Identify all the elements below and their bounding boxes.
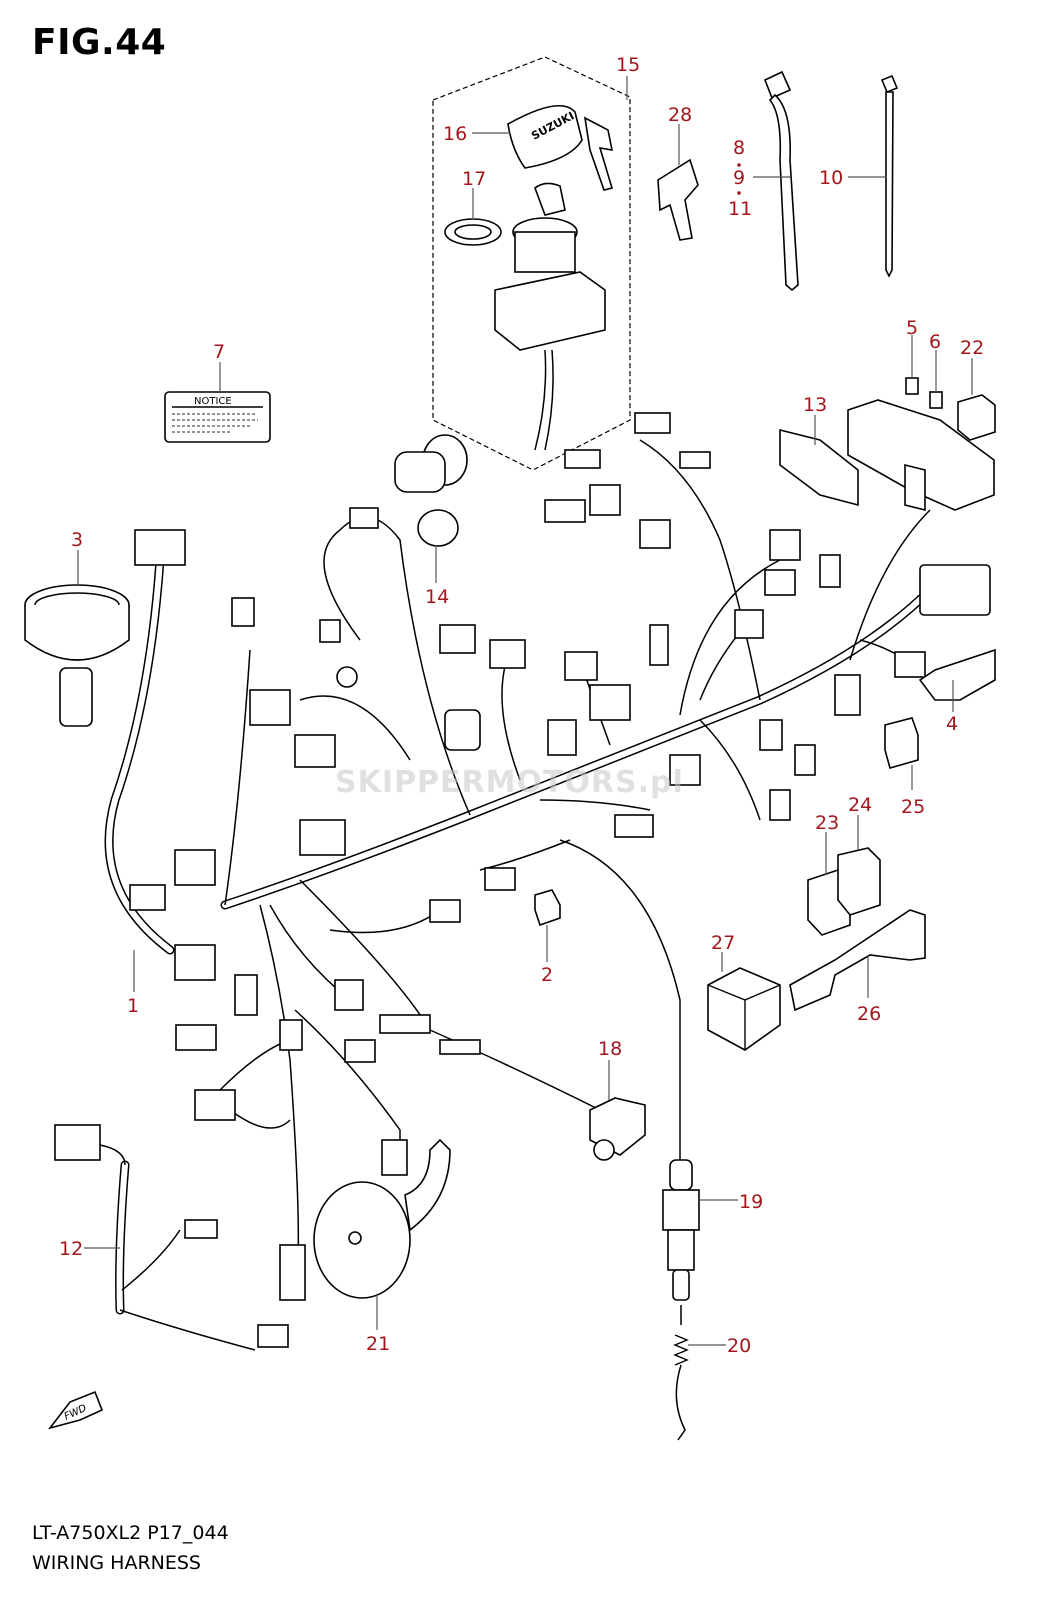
- callout-2: 2: [541, 964, 553, 986]
- leader-lines: [77, 76, 973, 1346]
- callout-10: 10: [819, 167, 843, 189]
- watermark: SKIPPERMOTORS.pl: [335, 765, 684, 800]
- callout-27: 27: [711, 932, 735, 954]
- callout-1: 1: [127, 995, 139, 1017]
- cable-tie-large: [763, 70, 799, 292]
- cable-tie-small: [880, 74, 899, 278]
- relay-27: [707, 967, 781, 1051]
- callout-3: 3: [71, 529, 83, 551]
- callout-8: 8: [733, 137, 745, 159]
- main-harness: [104, 412, 991, 1301]
- callout-7: 7: [213, 341, 225, 363]
- callout-17: 17: [462, 168, 486, 190]
- callout-11: 11: [728, 198, 752, 220]
- accessory-socket: [394, 434, 468, 547]
- callout-28: 28: [668, 104, 692, 126]
- callout-dot: [737, 191, 741, 195]
- relay-24: [837, 847, 881, 916]
- callout-16: 16: [443, 123, 467, 145]
- callout-4: 4: [946, 713, 958, 735]
- bracket-26: [789, 909, 926, 1012]
- notice-label-part: NOTICE: [164, 391, 271, 443]
- fwd-arrow-icon: FWD: [47, 1390, 104, 1430]
- figure-title: FIG.44: [32, 22, 167, 63]
- model-code: LT-A750XL2 P17_044: [32, 1522, 229, 1544]
- callout-numbers: 1 2 3 4 5 6 7 8 9 10 11 12 13 14 15 16 1…: [59, 54, 984, 1357]
- callout-18: 18: [598, 1038, 622, 1060]
- callout-15: 15: [616, 54, 640, 76]
- callout-5: 5: [906, 317, 918, 339]
- callout-20: 20: [727, 1335, 751, 1357]
- callout-9: 9: [733, 167, 745, 189]
- diagram-name: WIRING HARNESS: [32, 1552, 201, 1574]
- spring-20: [673, 1334, 689, 1441]
- callout-6: 6: [929, 331, 941, 353]
- callout-dot: [737, 163, 741, 167]
- callout-24: 24: [848, 794, 872, 816]
- fuse-box-assembly: [779, 377, 996, 512]
- callout-12: 12: [59, 1238, 83, 1260]
- callout-25: 25: [901, 796, 925, 818]
- boot-4: [918, 648, 996, 701]
- sub-harness: [54, 1124, 289, 1351]
- callout-21: 21: [366, 1333, 390, 1355]
- horn: [313, 1138, 451, 1299]
- coupler-25: [884, 717, 919, 769]
- callout-23: 23: [815, 812, 839, 834]
- spare-key: [657, 158, 699, 241]
- ignition-switch-group: SUZUKI: [432, 56, 631, 471]
- oxygen-sensor: [662, 1159, 700, 1325]
- boot-cover: [24, 584, 130, 727]
- callout-26: 26: [857, 1003, 881, 1025]
- connector-2: [534, 889, 561, 927]
- watermark-text: SKIPPERMOTORS.pl: [335, 765, 684, 800]
- callout-22: 22: [960, 337, 984, 359]
- switch-18: [589, 1097, 646, 1161]
- callout-19: 19: [739, 1191, 763, 1213]
- callout-14: 14: [425, 586, 449, 608]
- callout-13: 13: [803, 394, 827, 416]
- notice-text: NOTICE: [194, 396, 232, 407]
